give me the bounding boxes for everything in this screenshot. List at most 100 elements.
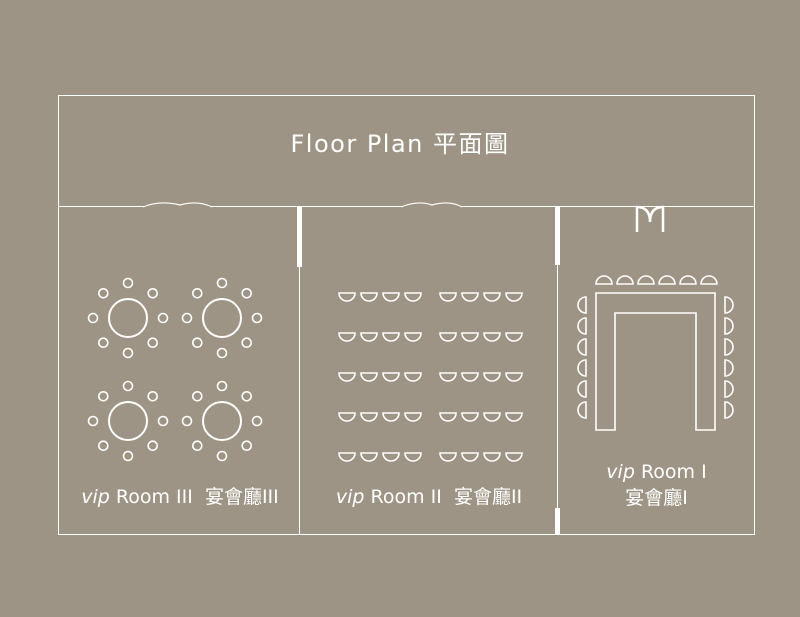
seat-icon	[577, 296, 587, 314]
seat-icon	[679, 275, 697, 285]
seat-icon	[700, 275, 718, 285]
building-outline	[58, 95, 755, 535]
seat-icon	[338, 372, 356, 382]
chair-icon	[122, 277, 134, 289]
seat-icon	[404, 412, 422, 422]
seat-icon	[658, 275, 676, 285]
chair-icon	[251, 312, 263, 324]
seat-icon	[382, 412, 400, 422]
seat-icon	[360, 292, 378, 302]
chair-icon	[122, 450, 134, 462]
chair-icon	[181, 312, 193, 324]
logo-icon	[635, 205, 665, 232]
chair-icon	[192, 440, 203, 452]
chair-icon	[241, 337, 252, 349]
seat-icon	[439, 452, 457, 462]
chair-icon	[147, 337, 158, 349]
chair-icon	[216, 347, 228, 359]
seat-icon	[461, 292, 479, 302]
seat-icon	[577, 338, 587, 356]
seat-icon	[505, 412, 523, 422]
seat-icon	[483, 452, 501, 462]
seat-icon	[505, 292, 523, 302]
seat-icon	[505, 372, 523, 382]
seat-icon	[404, 292, 422, 302]
room-3-prefix: vip	[81, 486, 110, 508]
chair-icon	[147, 287, 158, 299]
seat-icon	[338, 292, 356, 302]
room-label-room-2: vip Room II 宴會廳II	[302, 488, 556, 507]
chair-icon	[157, 312, 169, 324]
wall-block	[555, 508, 560, 534]
seat-icon	[577, 359, 587, 377]
seat-icon	[338, 412, 356, 422]
seat-icon	[461, 452, 479, 462]
chair-icon	[192, 337, 203, 349]
seat-icon	[404, 452, 422, 462]
seat-icon	[483, 412, 501, 422]
seat-icon	[724, 296, 734, 314]
chair-icon	[157, 415, 169, 427]
page-title: Floor Plan 平面圖	[290, 130, 510, 158]
seat-icon	[483, 332, 501, 342]
chair-icon	[87, 312, 99, 324]
seat-icon	[360, 452, 378, 462]
chair-icon	[98, 287, 109, 299]
seat-icon	[483, 372, 501, 382]
chair-icon	[122, 347, 134, 359]
seat-icon	[439, 412, 457, 422]
seat-icon	[360, 412, 378, 422]
seat-icon	[505, 332, 523, 342]
chair-icon	[251, 415, 263, 427]
seat-icon	[724, 401, 734, 419]
round-table	[108, 401, 148, 441]
seat-icon	[577, 401, 587, 419]
seat-icon	[724, 338, 734, 356]
seat-icon	[382, 332, 400, 342]
chair-icon	[98, 390, 109, 402]
seat-icon	[461, 412, 479, 422]
room-2-name-zh: 宴會廳II	[453, 486, 523, 508]
chair-icon	[241, 287, 252, 299]
seat-icon	[360, 372, 378, 382]
seat-icon	[637, 275, 655, 285]
round-table	[202, 298, 242, 338]
seat-icon	[404, 332, 422, 342]
room-3-name-zh: 宴會廳III	[204, 486, 279, 508]
room-1-name: Room I	[640, 461, 707, 483]
chair-icon	[87, 415, 99, 427]
round-table	[202, 401, 242, 441]
wall-block	[555, 207, 560, 265]
u-shape-table	[595, 292, 716, 431]
seat-icon	[724, 359, 734, 377]
seat-icon	[595, 275, 613, 285]
room-2-prefix: vip	[335, 486, 365, 508]
room-label-room-1: vip Room I 宴會廳I	[558, 460, 755, 511]
room-1-name-zh: 宴會廳I	[625, 486, 688, 509]
wall-block	[297, 207, 302, 267]
room-1-prefix: vip	[606, 461, 635, 483]
seat-icon	[439, 372, 457, 382]
room-label-room-3: vip Room III 宴會廳III	[60, 488, 300, 507]
chair-icon	[216, 450, 228, 462]
seat-icon	[724, 317, 734, 335]
seat-icon	[338, 332, 356, 342]
seat-icon	[577, 317, 587, 335]
seat-icon	[483, 292, 501, 302]
chair-icon	[241, 390, 252, 402]
seat-icon	[577, 380, 587, 398]
room-2-name: Room II	[370, 486, 442, 508]
seat-icon	[724, 380, 734, 398]
chair-icon	[192, 390, 203, 402]
seat-icon	[382, 372, 400, 382]
seat-icon	[382, 452, 400, 462]
seat-icon	[439, 292, 457, 302]
seat-icon	[360, 332, 378, 342]
seat-icon	[616, 275, 634, 285]
seat-icon	[505, 452, 523, 462]
seat-icon	[439, 332, 457, 342]
door-swing-icon	[400, 202, 463, 208]
door-swing-icon	[142, 202, 213, 208]
